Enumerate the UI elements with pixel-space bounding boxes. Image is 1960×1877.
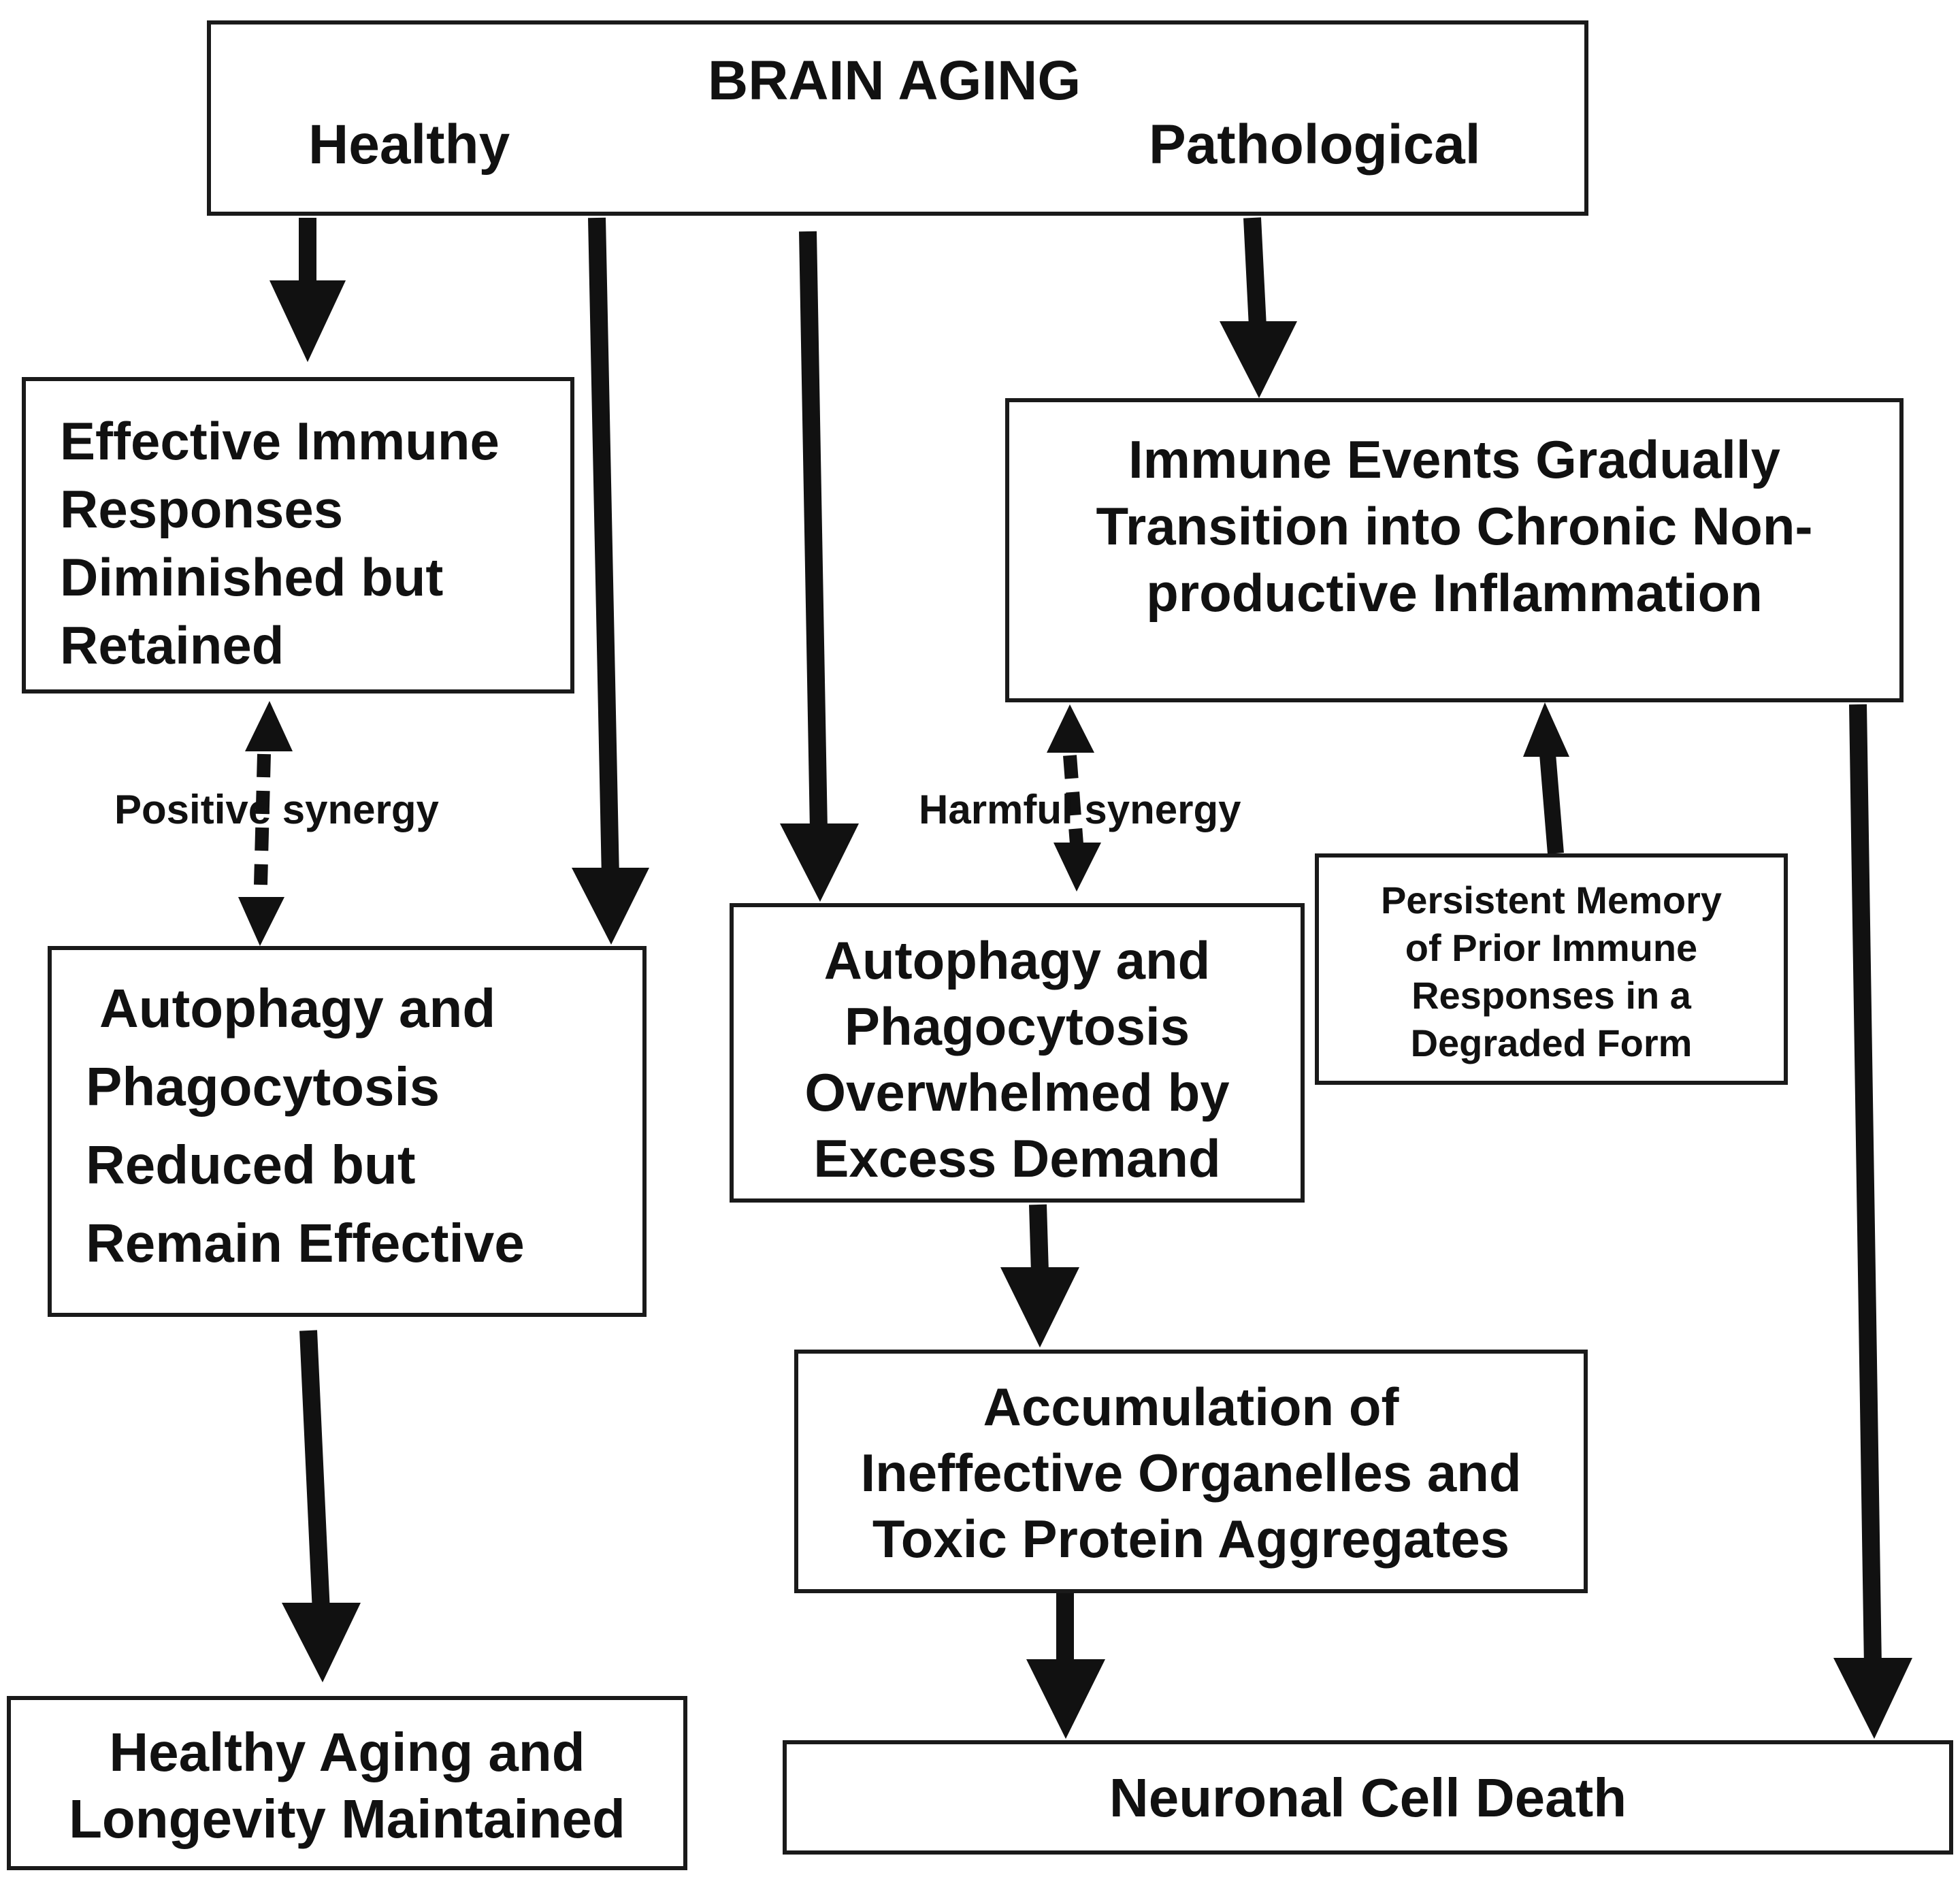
box-text-line: Phagocytosis — [86, 1056, 440, 1117]
box-text-line: productive Inflammation — [1146, 563, 1763, 623]
brain-aging-box: BRAIN AGING Healthy Pathological — [207, 20, 1588, 216]
pathological-label: Pathological — [1149, 114, 1481, 176]
box-text-line: Phagocytosis — [844, 996, 1190, 1056]
arrow-overwhelmed-to-accumulation — [1000, 1204, 1079, 1348]
box-text-line: Transition into Chronic Non- — [1096, 496, 1813, 556]
box-text-line: Responses — [60, 479, 344, 539]
box-text-line: Excess Demand — [813, 1128, 1221, 1188]
box-text-line: of Prior Immune — [1405, 926, 1698, 969]
box-text-line: Effective Immune — [60, 411, 500, 471]
neuronal-cell-death-box: Neuronal Cell Death — [783, 1740, 1953, 1855]
persistent-memory-box: Persistent Memory of Prior Immune Respon… — [1315, 853, 1788, 1085]
healthy-label: Healthy — [308, 114, 510, 176]
box-text-line: Overwhelmed by — [804, 1062, 1230, 1122]
arrow-aging-to-autophagy-overwhelmed — [780, 231, 859, 902]
arrow-immune-events-to-neuronal-death — [1833, 704, 1912, 1739]
box-text-line: Neuronal Cell Death — [1109, 1767, 1627, 1828]
harmful-synergy-dashed-arrow — [1047, 704, 1101, 892]
arrow-healthy-to-autophagy-reduced — [572, 217, 649, 945]
box-text-line: Immune Events Gradually — [1128, 429, 1780, 489]
box-text-line: Persistent Memory — [1380, 879, 1722, 921]
box-text-line: Ineffective Organelles and — [860, 1443, 1522, 1503]
positive-synergy-label: Positive synergy — [114, 787, 439, 832]
box-text-line: Remain Effective — [86, 1213, 525, 1273]
box-text-line: Accumulation of — [983, 1377, 1399, 1437]
box-text-line: Healthy Aging and — [109, 1722, 585, 1782]
arrow-healthy-to-effective-immune — [270, 218, 346, 362]
arrow-autophagy-reduced-to-healthy-aging — [282, 1330, 361, 1682]
arrow-memory-to-immune-events — [1523, 702, 1569, 854]
immune-events-box: Immune Events Gradually Transition into … — [1005, 398, 1904, 702]
box-text-line: Autophagy and — [99, 978, 496, 1039]
autophagy-reduced-box: Autophagy and Phagocytosis Reduced but R… — [48, 946, 647, 1317]
positive-synergy-dashed-arrow — [238, 701, 293, 946]
arrow-pathological-to-immune-events — [1220, 217, 1297, 398]
brain-aging-title: BRAIN AGING — [708, 50, 1081, 112]
box-text-line: Responses in a — [1411, 974, 1691, 1017]
arrow-accumulation-to-neuronal-death — [1026, 1593, 1105, 1739]
accumulation-box: Accumulation of Ineffective Organelles a… — [794, 1350, 1588, 1593]
box-text-line: Toxic Protein Aggregates — [872, 1509, 1510, 1569]
box-text-line: Longevity Maintained — [69, 1789, 625, 1849]
healthy-aging-box: Healthy Aging and Longevity Maintained — [7, 1696, 687, 1870]
effective-immune-responses-box: Effective Immune Responses Diminished bu… — [22, 377, 574, 693]
box-text-line: Retained — [60, 615, 284, 675]
autophagy-overwhelmed-box: Autophagy and Phagocytosis Overwhelmed b… — [730, 903, 1305, 1203]
box-text-line: Autophagy and — [823, 930, 1211, 990]
box-text-line: Reduced but — [86, 1135, 416, 1195]
box-text-line: Diminished but — [60, 547, 444, 607]
box-text-line: Degraded Form — [1410, 1022, 1693, 1064]
harmful-synergy-label: Harmful synergy — [919, 787, 1241, 832]
